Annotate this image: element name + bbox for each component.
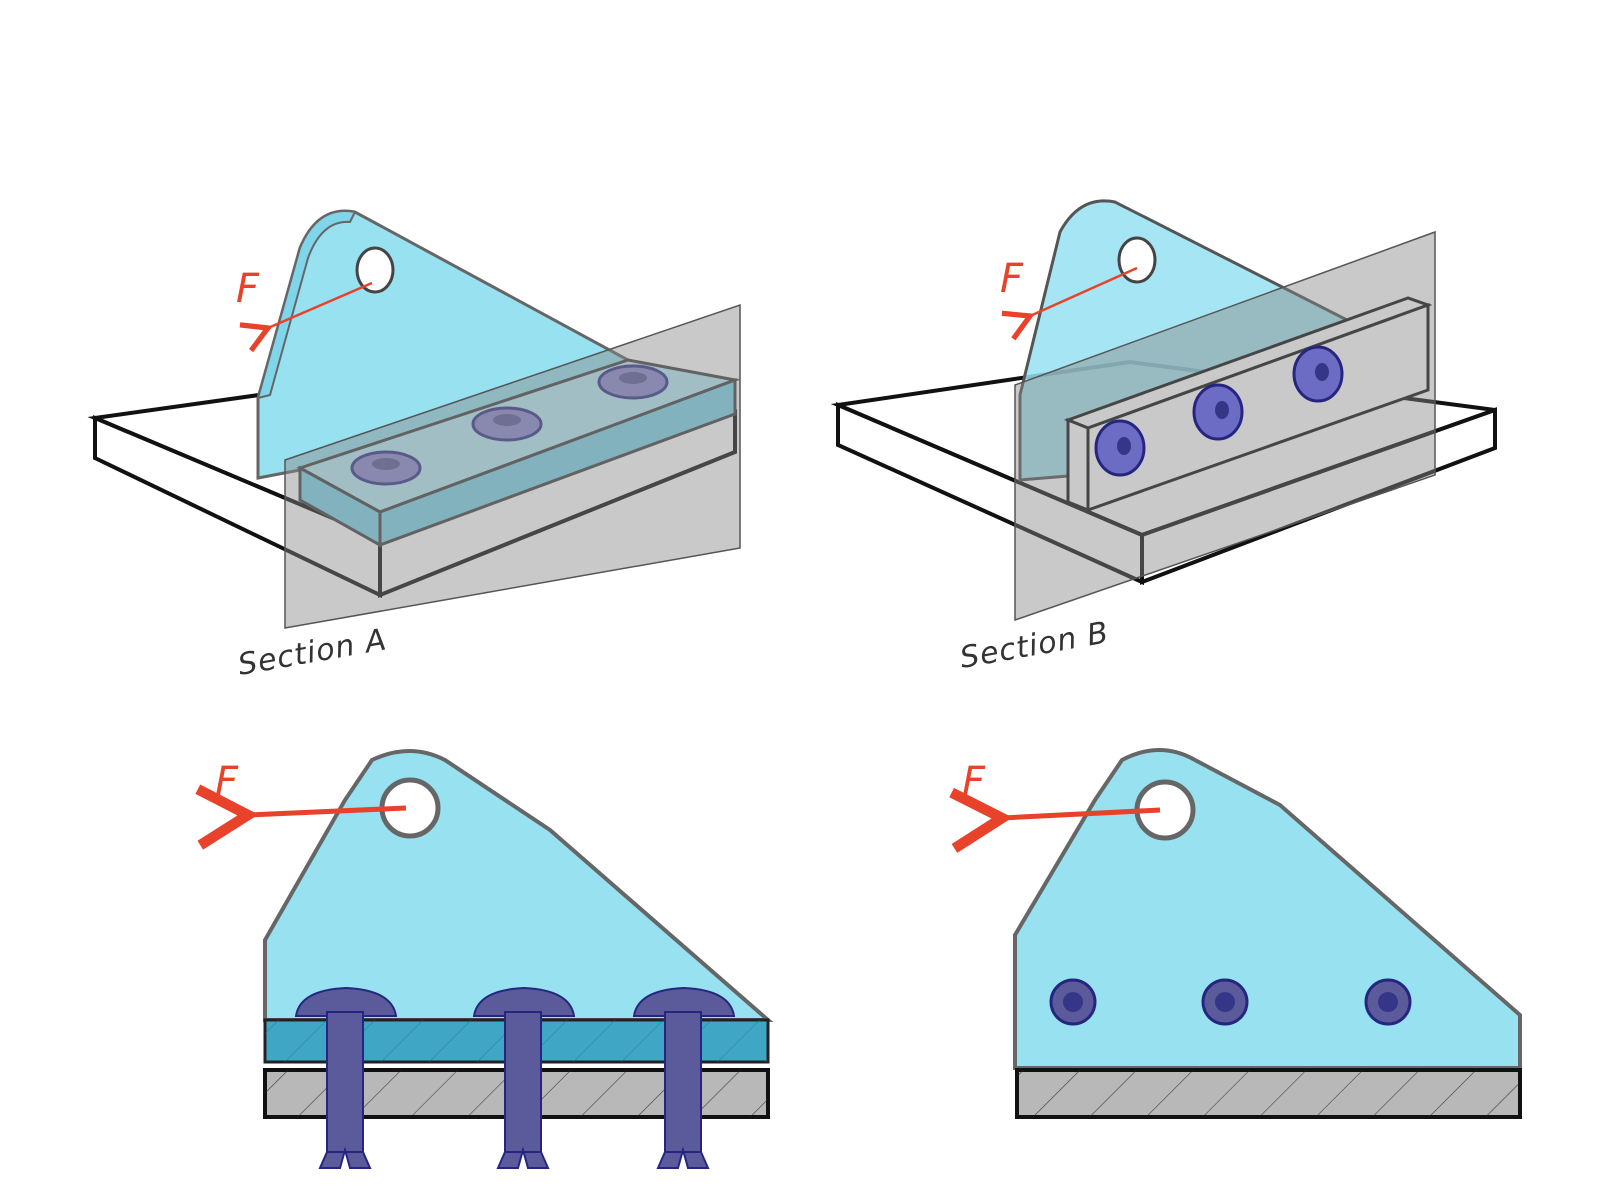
rivet-icon [294, 986, 398, 1169]
rivet-icon [597, 364, 669, 400]
pin-hole-a [355, 246, 395, 294]
iso-view-section-b: F Section B [830, 199, 1497, 676]
pin-hole-b [1117, 236, 1157, 284]
force-arrow-icon [195, 784, 407, 850]
bolt-icon [1094, 419, 1146, 477]
bracket-profile-b [1013, 748, 1522, 1070]
force-label: F [236, 266, 260, 312]
rivet-icon [471, 406, 543, 442]
force-arrow-icon [1001, 266, 1138, 341]
rivet-icon [632, 986, 736, 1169]
bolt-icon [1292, 345, 1344, 403]
angle-wall-b [1063, 296, 1433, 513]
force-label: F [215, 759, 239, 805]
bolt-icon [1049, 978, 1097, 1026]
section-b-caption: Section B [957, 615, 1111, 676]
force-label: F [962, 759, 986, 805]
iso-view-section-a: F Section A [87, 209, 741, 683]
rivet-icon [472, 986, 576, 1169]
base-section-b [1015, 1068, 1522, 1119]
force-arrow-icon [239, 281, 373, 353]
bracket-edge-a [256, 210, 357, 400]
force-arrow-icon [949, 787, 1161, 853]
bolt-icon [1201, 978, 1249, 1026]
section-a-caption: Section A [235, 622, 389, 683]
section-b-cut-view: F [949, 748, 1522, 1119]
bolt-icon [1364, 978, 1412, 1026]
rivet-icon [350, 450, 422, 486]
section-plane-icon [284, 303, 741, 629]
bolt-icon [1192, 383, 1244, 441]
force-label: F [1000, 256, 1024, 302]
section-a-cut-view: F [195, 749, 774, 1169]
bracket-profile-a [263, 749, 774, 1022]
